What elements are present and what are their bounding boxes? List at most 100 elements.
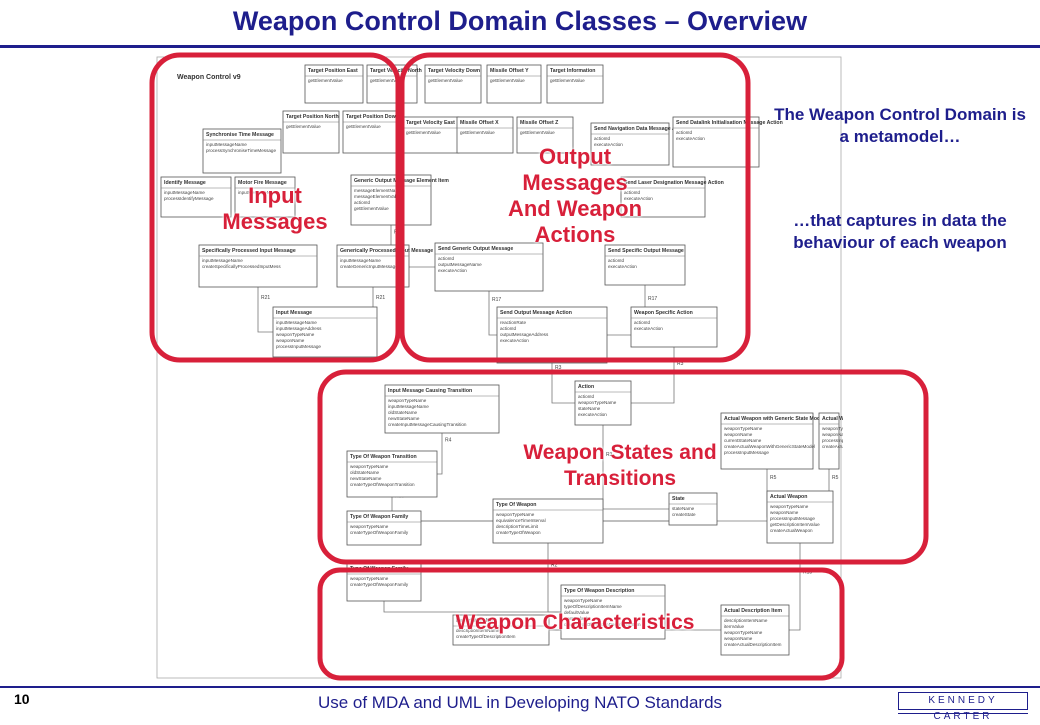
uml-class-box: Identify MessageinputMessageNameprocessI…: [160, 176, 232, 218]
uml-class-box: Description ItemdescriptionItemNamecreat…: [452, 614, 550, 646]
class-attribute: weaponName: [724, 432, 753, 437]
class-name: Actual Weapon with Generic State Model: [724, 416, 825, 422]
class-attribute: weaponTypeName: [822, 426, 843, 431]
class-attribute: inputMessageName: [164, 190, 205, 195]
class-attribute: weaponTypeName: [388, 398, 427, 403]
class-attribute: reactionRate: [500, 320, 526, 325]
class-box-border: [630, 306, 718, 348]
class-attribute: newStateName: [350, 476, 382, 481]
package-name: Weapon Control v9: [177, 74, 241, 81]
class-name: Type Of Weapon: [496, 502, 536, 508]
uml-class-box: Send Output Message ActionreactionRateac…: [496, 306, 608, 364]
class-name: Weapon Specific Action: [634, 310, 693, 316]
class-box-border: [620, 176, 706, 218]
class-box-border: [818, 412, 840, 470]
footer-title: Use of MDA and UML in Developing NATO St…: [317, 693, 723, 712]
class-box-border: [516, 116, 574, 154]
class-box-border: [272, 306, 378, 358]
class-attribute: weaponTypeName: [564, 598, 603, 603]
input-messages-highlight: [149, 52, 401, 363]
class-attribute: weaponName: [770, 510, 799, 515]
class-name: Send Navigation Data Message Action: [594, 126, 688, 132]
brand-logo: KENNEDY CARTER: [898, 692, 1028, 722]
association-label: R17: [492, 297, 501, 303]
class-name: State: [672, 496, 685, 502]
uml-class-box: Type Of Weapon TransitionweaponTypeNameo…: [346, 450, 438, 498]
class-box-border: [384, 384, 500, 434]
class-box-border: [720, 604, 790, 656]
class-name: Send Output Message Action: [500, 310, 572, 316]
class-name: Type Of Weapon Description: [564, 588, 634, 594]
class-name: Target Velocity East: [406, 120, 455, 126]
uml-class-box: Actual Weapon with Specific State Model w…: [818, 412, 843, 470]
class-attribute: createActualDescriptionItem: [724, 642, 782, 647]
title-rule: [0, 45, 1040, 48]
class-attribute: executeAction: [634, 326, 663, 331]
slide-title: Weapon Control Domain Classes – Overview: [232, 6, 808, 36]
class-attribute: createSpecificallyProcessedInputMess: [202, 264, 281, 269]
class-attribute: descriptionTimeLimit: [496, 524, 539, 529]
class-name: Actual Weapon with Specific State Model: [822, 416, 843, 422]
class-box-border: [350, 174, 432, 226]
class-box-border: [304, 64, 364, 104]
class-name: Target Velocity Down: [428, 68, 480, 74]
association-label: R5: [770, 475, 777, 481]
class-attribute: createState: [672, 512, 696, 517]
class-box-border: [434, 242, 544, 292]
class-attribute: getElementValue: [354, 206, 389, 211]
class-attribute: createTypeOfWeaponTransition: [350, 482, 415, 487]
uml-class-box: Send Specific Output MessageactionIdexec…: [604, 244, 686, 286]
class-attribute: createTypeOfWeaponFamily: [350, 530, 409, 535]
class-attribute: executeAction: [608, 264, 637, 269]
class-name: Target Information: [550, 68, 595, 74]
output-messages-highlight: [399, 52, 751, 363]
class-attribute: weaponTypeName: [724, 426, 763, 431]
class-attribute: actionId: [594, 136, 611, 141]
class-attribute: processInputMessage: [822, 438, 843, 443]
class-name: Send Datalink Initialisation Message Act…: [676, 120, 783, 126]
class-box-border: [456, 116, 514, 154]
uml-class-box: Type Of WeaponweaponTypeNameequivalenceT…: [492, 498, 604, 544]
class-name: Specifically Processed Input Message: [202, 248, 296, 254]
input-messages-label: Input Messages: [222, 183, 328, 234]
class-attribute: getElementValue: [460, 130, 495, 135]
class-box-border: [452, 614, 550, 646]
class-attribute: executeAction: [594, 142, 623, 147]
class-attribute: weaponTypeName: [350, 576, 389, 581]
page-number: 10: [14, 691, 30, 707]
class-attribute: messageElementValue: [354, 194, 401, 199]
class-attribute: getElementValue: [406, 130, 441, 135]
class-box-border: [198, 244, 318, 288]
class-attribute: weaponTypeName: [276, 332, 315, 337]
class-attribute: wantDefault: [564, 616, 589, 621]
uml-class-box: Actual WeaponweaponTypeNameweaponNamepro…: [766, 490, 834, 544]
association-label: R4: [445, 438, 452, 444]
class-attribute: processInputMessage: [724, 450, 769, 455]
uml-class-box: Input Message Causing Transition weaponTy…: [384, 384, 500, 434]
class-box-border: [366, 64, 418, 104]
uml-class-diagram: R8R21R21R17R17R3R3R4R3R10R9R5R5R6R22R2R2…: [156, 56, 843, 679]
class-attribute: createInputMessageCausingTransition: [388, 422, 467, 427]
class-attribute: inputMessageName: [238, 190, 279, 195]
class-name: Identify Message: [164, 180, 206, 186]
class-attribute: descriptionItemName: [724, 618, 768, 623]
class-name: Type Of Weapon Transition: [350, 454, 417, 460]
class-attribute: actionId: [578, 394, 595, 399]
class-attribute: inputMessageName: [276, 320, 317, 325]
class-attribute: weaponTypeName: [578, 400, 617, 405]
association-label: R3: [555, 365, 562, 371]
class-attribute: actionId: [354, 200, 371, 205]
class-name: Input Message Causing Transition: [388, 388, 472, 394]
class-attribute: weaponName: [822, 432, 843, 437]
class-box-border: [342, 110, 400, 154]
class-name: Missile Offset Y: [490, 68, 529, 74]
class-box-border: [574, 380, 632, 426]
class-name: Target Position Down: [346, 114, 399, 120]
class-name: Synchronise Time Message: [206, 132, 274, 138]
association-label: R5: [832, 475, 839, 481]
class-attribute: messageElementName: [354, 188, 402, 193]
class-attribute: actionId: [624, 190, 641, 195]
